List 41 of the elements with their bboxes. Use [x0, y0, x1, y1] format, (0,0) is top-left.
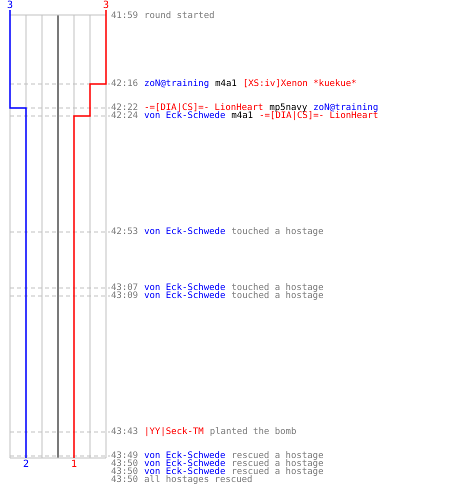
player-count: 2: [22, 461, 30, 469]
weapon-name: mp5navy: [269, 104, 308, 112]
event-text: rescued a hostage: [231, 468, 324, 476]
player-count: 3: [102, 2, 110, 10]
player-name: [XS:iv]Xenon *kuekue*: [242, 80, 357, 88]
player-name: von Eck-Schwede: [144, 284, 226, 292]
weapon-name: m4a1: [231, 112, 254, 120]
event-text: rescued a hostage: [231, 460, 324, 468]
timestamp: 43:50: [111, 460, 138, 468]
player-name: von Eck-Schwede: [144, 112, 226, 120]
event-text: touched a hostage: [231, 228, 324, 236]
weapon-name: m4a1: [215, 80, 237, 88]
player-name: -=[DIA|CS]=- LionHeart: [259, 112, 378, 120]
event-text: planted the bomb: [210, 428, 296, 436]
player-name: |YY|Seck-TM: [144, 428, 204, 436]
player-name: von Eck-Schwede: [144, 452, 226, 460]
timestamp: 43:50: [111, 468, 138, 476]
event-text: all hostages rescued: [144, 476, 252, 484]
event-text: round started: [144, 12, 215, 20]
timestamp: 43:49: [111, 452, 138, 460]
timestamp: 43:50: [111, 476, 138, 484]
player-name: von Eck-Schwede: [144, 228, 226, 236]
player-name: von Eck-Schwede: [144, 292, 226, 300]
player-name: zoN@training: [144, 80, 210, 88]
event-text: touched a hostage: [231, 292, 324, 300]
player-name: von Eck-Schwede: [144, 468, 226, 476]
event-text: rescued a hostage: [231, 452, 324, 460]
timestamp: 42:22: [111, 104, 138, 112]
event-text: touched a hostage: [231, 284, 324, 292]
timestamp: 43:43: [111, 428, 138, 436]
timestamp: 42:53: [111, 228, 138, 236]
player-name: zoN@training: [313, 104, 378, 112]
timestamp: 43:07: [111, 284, 138, 292]
player-name: von Eck-Schwede: [144, 460, 226, 468]
player-count: 1: [70, 461, 78, 469]
timestamp: 42:24: [111, 112, 138, 120]
timestamp: 42:16: [111, 80, 138, 88]
timestamp: 43:09: [111, 292, 138, 300]
player-name: -=[DIA|CS]=- LionHeart: [144, 104, 264, 112]
timestamp: 41:59: [111, 12, 138, 20]
player-count: 3: [6, 2, 14, 10]
